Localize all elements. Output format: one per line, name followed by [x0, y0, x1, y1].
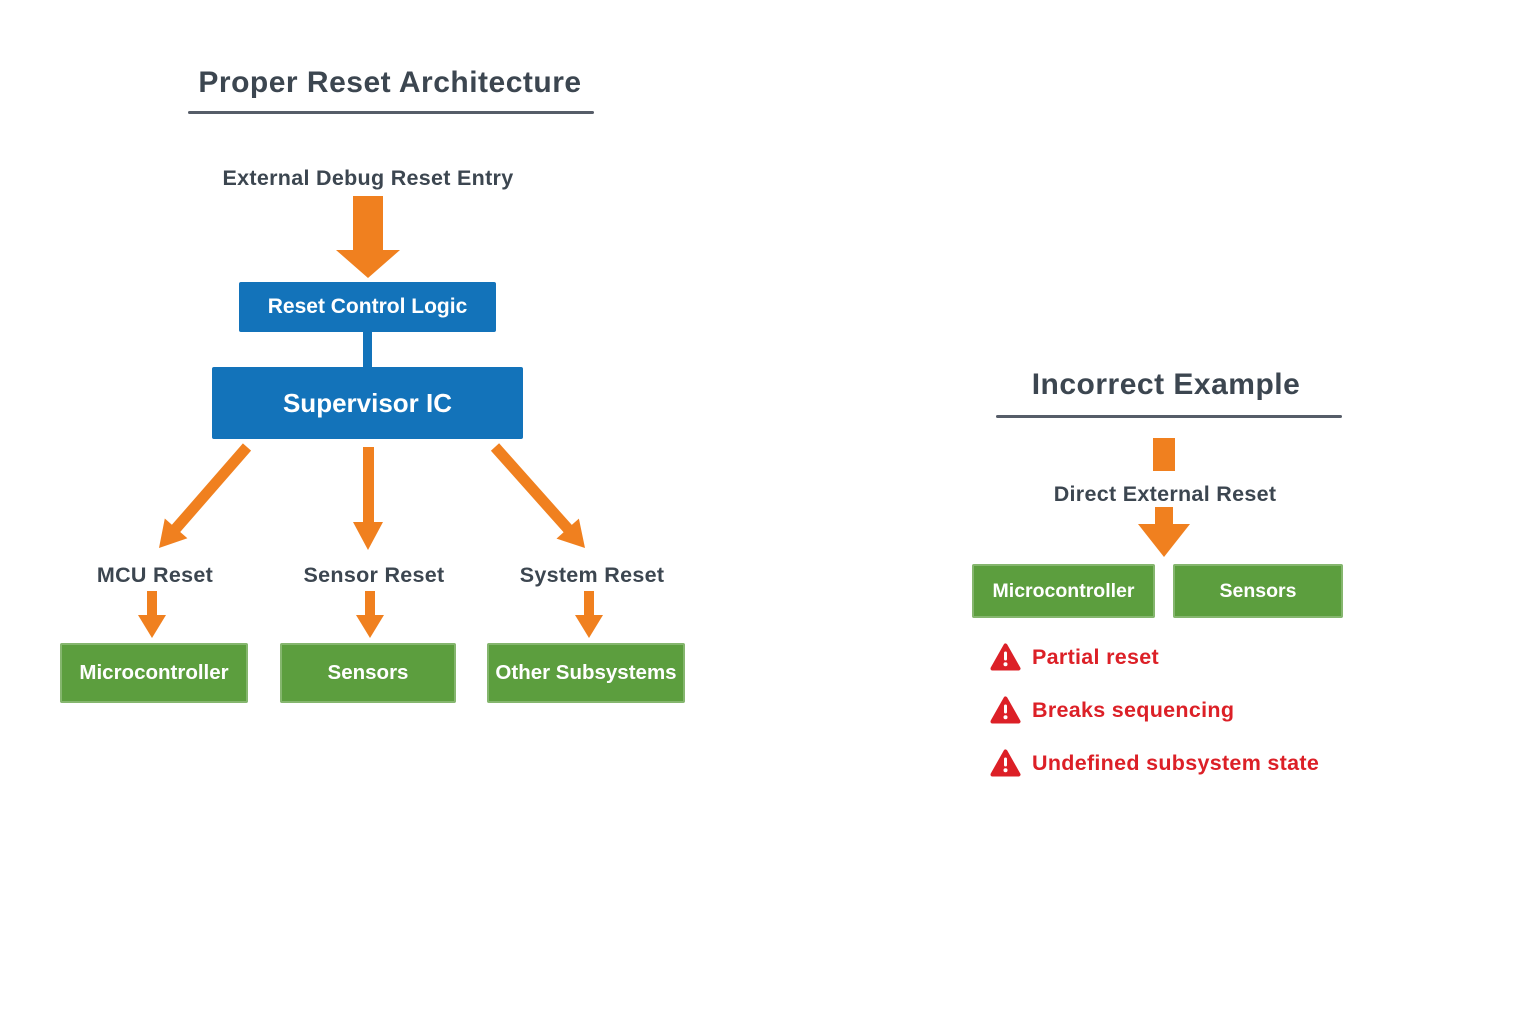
mcu-reset-label: MCU Reset [96, 563, 214, 587]
arrow-to-sensors-icon [356, 591, 384, 638]
warning-text: Undefined subsystem state [1032, 750, 1320, 775]
warning-text: Partial reset [1032, 644, 1159, 669]
arrow-to-other-subsystems-icon [575, 591, 603, 638]
direct-external-reset-label: Direct External Reset [1053, 482, 1277, 506]
arrow-head [336, 250, 400, 278]
left-section-title: Proper Reset Architecture [198, 66, 582, 99]
arrow-shaft [353, 196, 383, 250]
entry-arrow-down-icon [336, 196, 400, 278]
left-title-underline [188, 111, 594, 114]
warning-row: Undefined subsystem state [990, 747, 1319, 779]
sensor-reset-label: Sensor Reset [303, 563, 445, 587]
system-reset-label: System Reset [519, 563, 665, 587]
right-section-title: Incorrect Example [1031, 368, 1301, 401]
arrow-head [575, 615, 603, 638]
warning-row: Partial reset [990, 641, 1159, 673]
arrow-shaft [365, 591, 375, 615]
microcontroller-box: Microcontroller [60, 643, 248, 703]
supervisor-ic-box: Supervisor IC [212, 367, 523, 439]
right-sensors-box: Sensors [1173, 564, 1343, 618]
warning-row: Breaks sequencing [990, 694, 1234, 726]
direct-reset-arrow-icon [1138, 507, 1190, 557]
arrow-head [353, 522, 383, 550]
reset-control-logic-box: Reset Control Logic [239, 282, 496, 332]
warning-triangle-icon [990, 696, 1021, 724]
warning-text: Breaks sequencing [1032, 697, 1235, 722]
other-subsystems-box: Other Subsystems [487, 643, 685, 703]
arrow-head [356, 615, 384, 638]
arrow-shaft [584, 591, 594, 615]
arrow-shaft [362, 447, 374, 522]
arrow-to-sensor-reset-icon [353, 447, 383, 550]
arrow-to-microcontroller-icon [138, 591, 166, 638]
warning-triangle-icon [990, 749, 1021, 777]
arrow-to-mcu-reset-icon [159, 443, 252, 548]
right-title-underline [996, 415, 1342, 418]
arrow-head [138, 615, 166, 638]
arrow-head [1138, 524, 1190, 557]
reset-entry-stub-icon [1153, 438, 1175, 471]
warning-triangle-icon [990, 643, 1021, 671]
arrow-to-system-reset-icon [490, 443, 585, 548]
external-debug-reset-entry-label: External Debug Reset Entry [222, 166, 514, 190]
arrow-shaft [1155, 507, 1173, 524]
blue-connector-line [363, 331, 372, 369]
arrow-shaft [147, 591, 157, 615]
right-microcontroller-box: Microcontroller [972, 564, 1155, 618]
sensors-box: Sensors [280, 643, 456, 703]
